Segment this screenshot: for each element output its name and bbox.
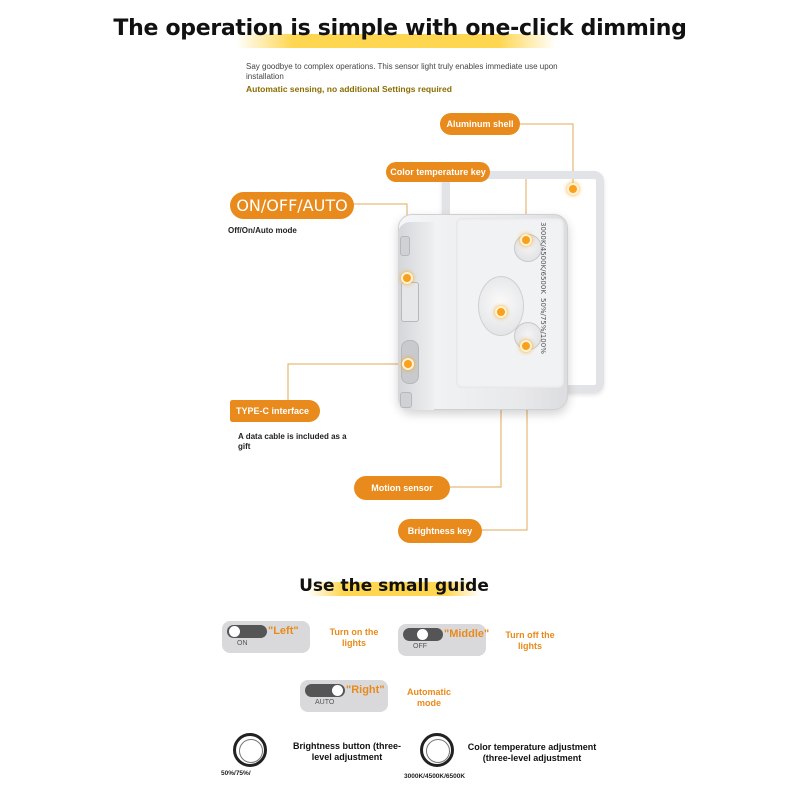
on-off-auto-label: ON/OFF/AUTO — [230, 192, 354, 219]
brightness-levels: 50%/75%/ — [221, 770, 251, 777]
color-temperature-key-label: Color temperature key — [386, 162, 490, 182]
switch-middle-desc: Turn off the lights — [505, 630, 555, 651]
switch-left-word: "Left" — [268, 625, 299, 637]
guide-highlight — [308, 582, 480, 596]
brightness-key-indicator — [520, 340, 532, 352]
switch-right-state: AUTO — [315, 699, 335, 706]
intro-text: Say goodbye to complex operations. This … — [246, 62, 558, 81]
top-slot — [400, 236, 410, 256]
color-temperature-ring-icon — [420, 733, 454, 767]
brightness-text: 50%/75%/100% — [539, 298, 547, 354]
color-adjust-legend: Color temperature adjustment (three-leve… — [467, 742, 597, 763]
switch-middle-diagram: "Middle" OFF — [398, 624, 490, 656]
on-off-auto-note: Off/On/Auto mode — [228, 226, 297, 235]
switch-right-desc: Automatic mode — [406, 687, 451, 708]
guide-title: Use the small guide — [299, 576, 489, 596]
brightness-button-legend: Brightness button (three-level adjustmen… — [293, 741, 401, 762]
headline-highlight — [236, 34, 556, 48]
headline-text: The operation is simple with one-click d… — [113, 16, 687, 41]
motion-sensor-label: Motion sensor — [354, 476, 450, 500]
brightness-ring-icon — [233, 733, 267, 767]
switch-knob — [332, 685, 343, 696]
switch-middle-word: "Middle" — [444, 628, 490, 640]
color-key-indicator — [520, 234, 532, 246]
switch-right-diagram: "Right" AUTO — [300, 680, 388, 712]
switch-left-state: ON — [237, 640, 248, 647]
switch-left-desc: Turn on the lights — [329, 627, 379, 648]
switch-track — [305, 684, 345, 697]
brightness-key — [514, 322, 542, 350]
switch-knob — [417, 629, 428, 640]
switch-middle-state: OFF — [413, 643, 427, 650]
switch-left-diagram: "Left" ON — [222, 621, 310, 653]
sensor-indicator — [495, 306, 507, 318]
intro-highlight-text: Automatic sensing, no additional Setting… — [246, 84, 452, 94]
typec-indicator — [402, 358, 414, 370]
color-levels: 3000K/4500K/6500K — [404, 773, 466, 780]
switch-right-word: "Right" — [346, 684, 385, 696]
page-headline: The operation is simple with one-click d… — [0, 16, 800, 41]
switch-indicator — [401, 272, 413, 284]
slider-switch-icon — [401, 282, 419, 322]
switch-knob — [229, 626, 240, 637]
color-temp-text: 3000K/4500K/6500K — [539, 222, 547, 294]
typec-label: TYPE-C interface — [230, 400, 320, 422]
aluminum-indicator — [567, 183, 579, 195]
switch-track — [227, 625, 267, 638]
aluminum-shell-label: Aluminum shell — [440, 113, 520, 135]
switch-track — [403, 628, 443, 641]
bottom-slot — [400, 392, 412, 408]
typec-note: A data cable is included as a gift — [238, 432, 347, 451]
brightness-key-label: Brightness key — [398, 519, 482, 543]
